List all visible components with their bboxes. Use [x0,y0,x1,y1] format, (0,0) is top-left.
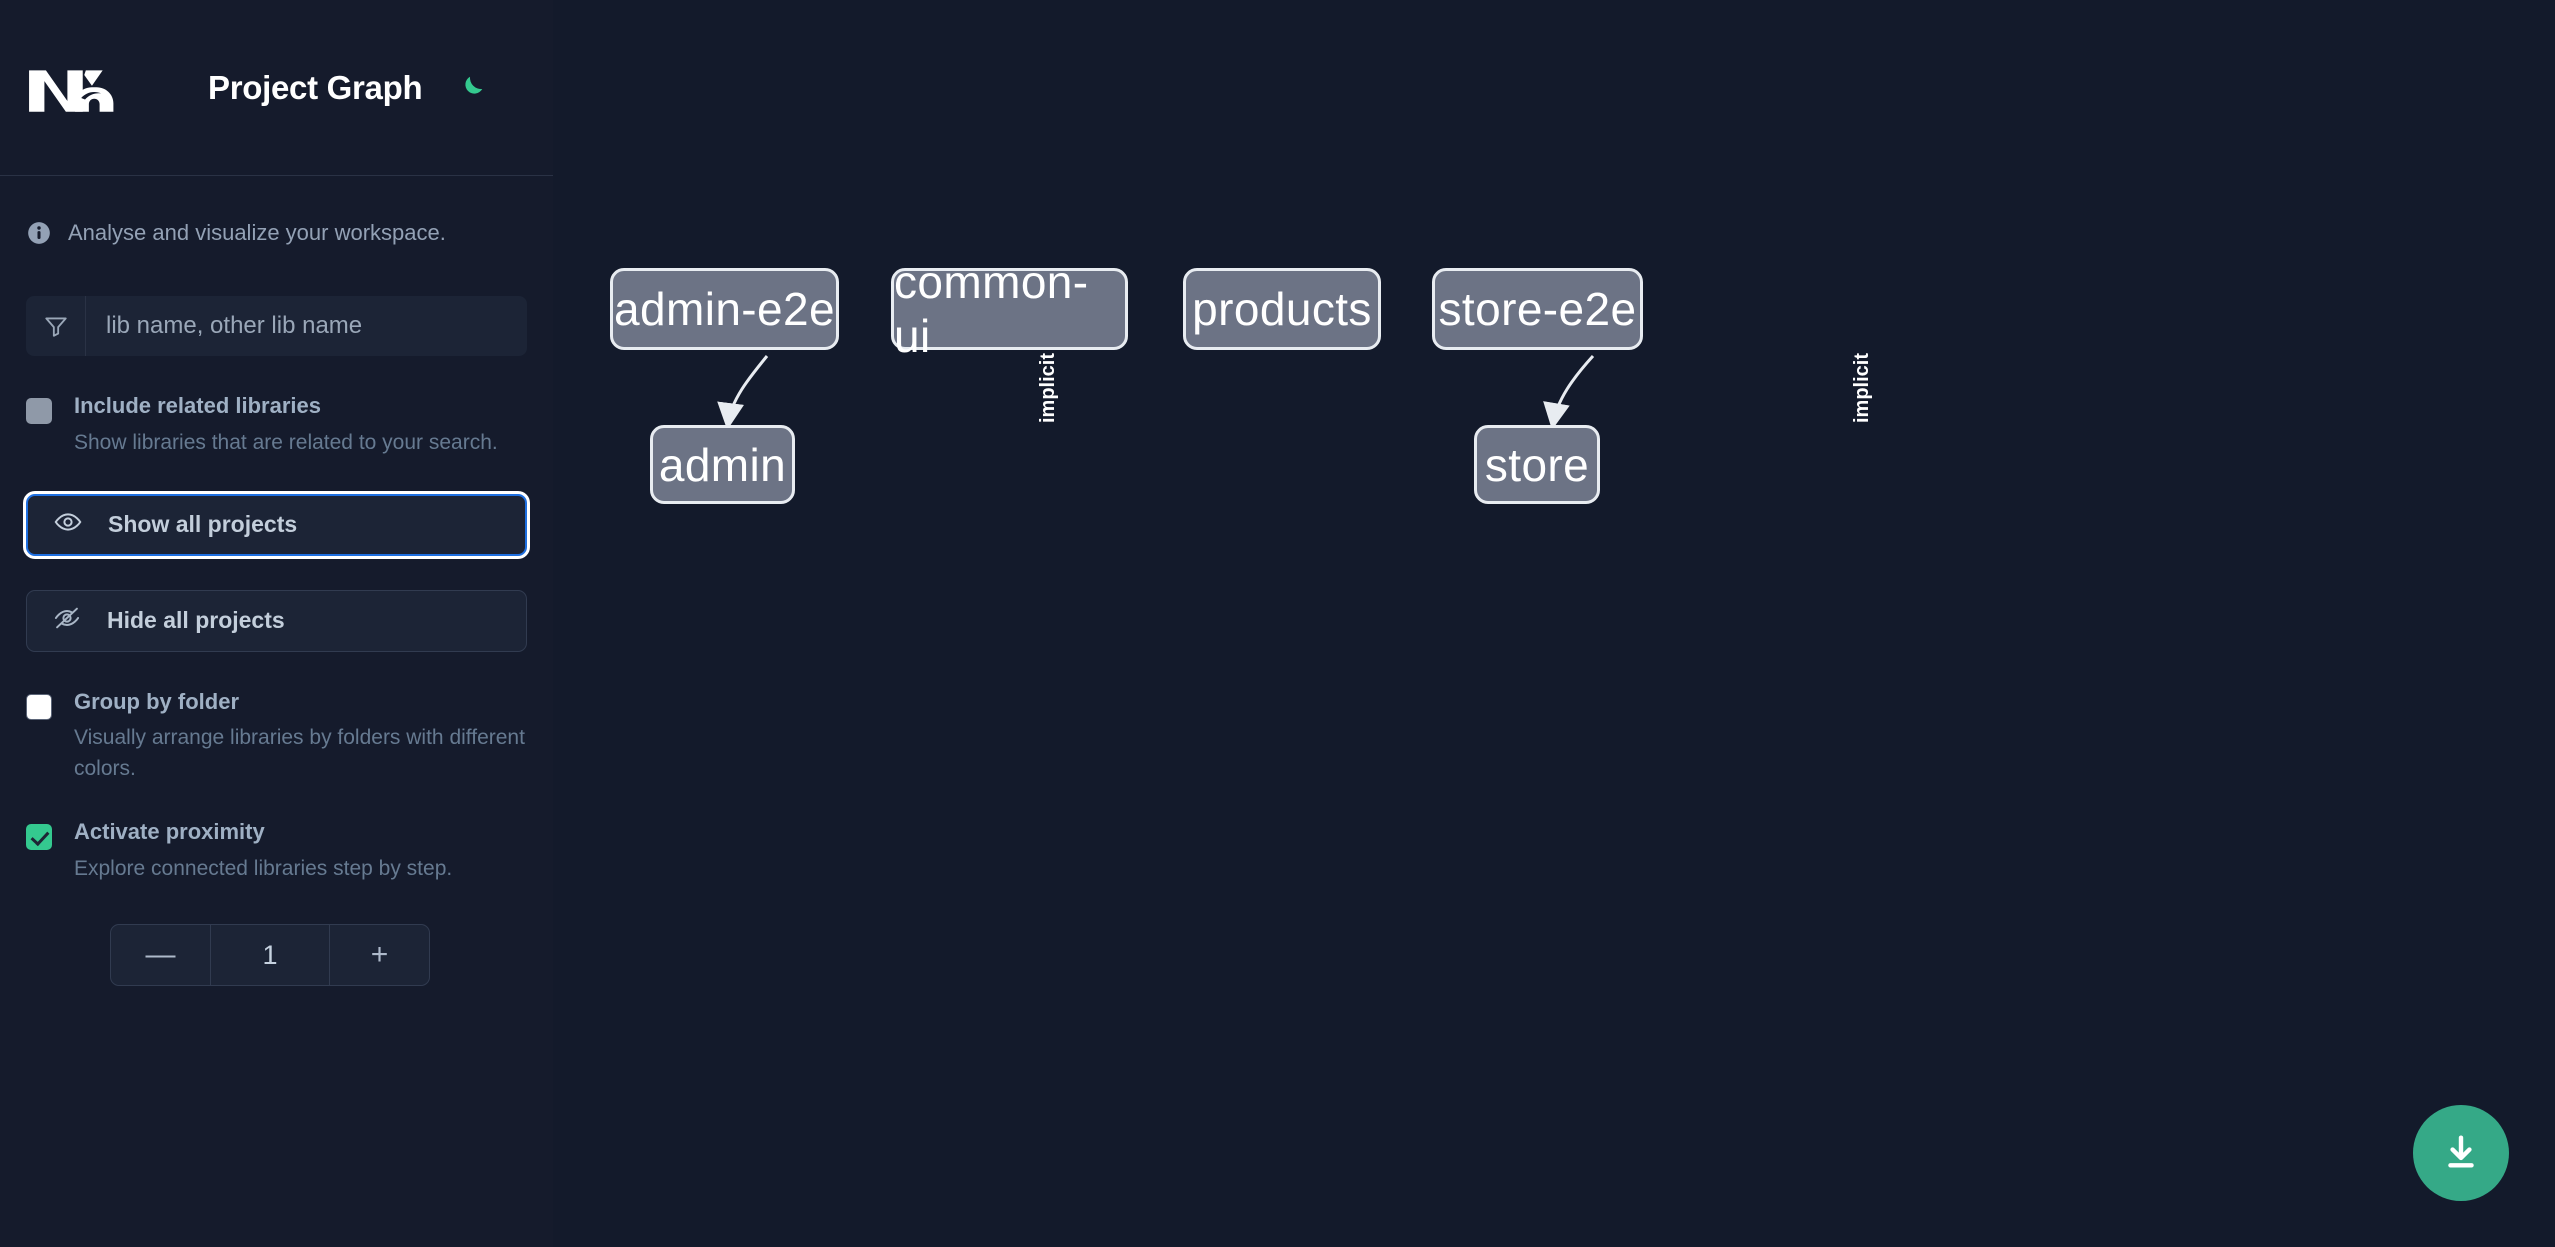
option-group-by-folder[interactable]: Group by folder Visually arrange librari… [26,688,527,785]
download-icon [2448,1135,2474,1168]
stepper-value[interactable]: 1 [262,939,278,970]
stepper-increment-button[interactable]: + [329,925,429,986]
checkbox-activate-proximity[interactable] [26,824,52,851]
graph-node-admin[interactable]: admin [650,425,795,504]
option-activate-proximity[interactable]: Activate proximity Explore connected lib… [26,818,527,884]
moon-icon[interactable] [454,71,488,105]
sidebar-header: Project Graph [0,0,553,176]
option-title: Group by folder [74,688,239,714]
show-all-projects-button[interactable]: Show all projects [26,493,527,556]
nx-logo-icon [26,59,118,117]
workspace-blurb: Analyse and visualize your workspace. [26,176,527,246]
graph-canvas[interactable]: implicit implicit admin-e2e common-ui pr… [553,0,2555,1247]
option-description: Show libraries that are related to your … [74,430,498,454]
option-include-related-libraries[interactable]: Include related libraries Show libraries… [26,392,527,458]
sidebar-body: Analyse and visualize your workspace. In… [0,176,553,987]
graph-node-products[interactable]: products [1183,268,1381,350]
graph-edges [717,354,1595,430]
blurb-text: Analyse and visualize your workspace. [68,220,446,245]
page-title: Project Graph [208,68,423,106]
edge-label-store: implicit [1851,352,1873,423]
search-input[interactable] [86,296,527,356]
hide-all-projects-button[interactable]: Hide all projects [26,589,527,652]
proximity-stepper: — 1 + [110,924,430,987]
funnel-icon [26,296,86,356]
info-icon [26,220,52,246]
stepper-decrement-button[interactable]: — [111,925,211,986]
graph-node-store[interactable]: store [1474,425,1600,504]
sidebar: Project Graph Analyse and visualize your… [0,0,553,1247]
edge-label-admin: implicit [1037,352,1059,423]
show-all-projects-label: Show all projects [108,511,298,538]
eye-off-icon [53,604,81,637]
eye-icon [54,508,82,541]
option-title: Activate proximity [74,819,265,845]
graph-node-store-e2e[interactable]: store-e2e [1432,268,1643,350]
option-description: Explore connected libraries step by step… [74,857,453,881]
download-graph-button[interactable] [2413,1105,2509,1201]
graph-node-admin-e2e[interactable]: admin-e2e [610,268,839,350]
graph-node-common-ui[interactable]: common-ui [891,256,1128,362]
checkbox-include-related-libraries[interactable] [26,398,52,424]
checkbox-group-by-folder[interactable] [26,693,52,720]
option-description: Visually arrange libraries by folders wi… [74,726,525,781]
option-title: Include related libraries [74,393,321,418]
hide-all-projects-label: Hide all projects [107,607,285,634]
filter-bar [26,296,527,356]
